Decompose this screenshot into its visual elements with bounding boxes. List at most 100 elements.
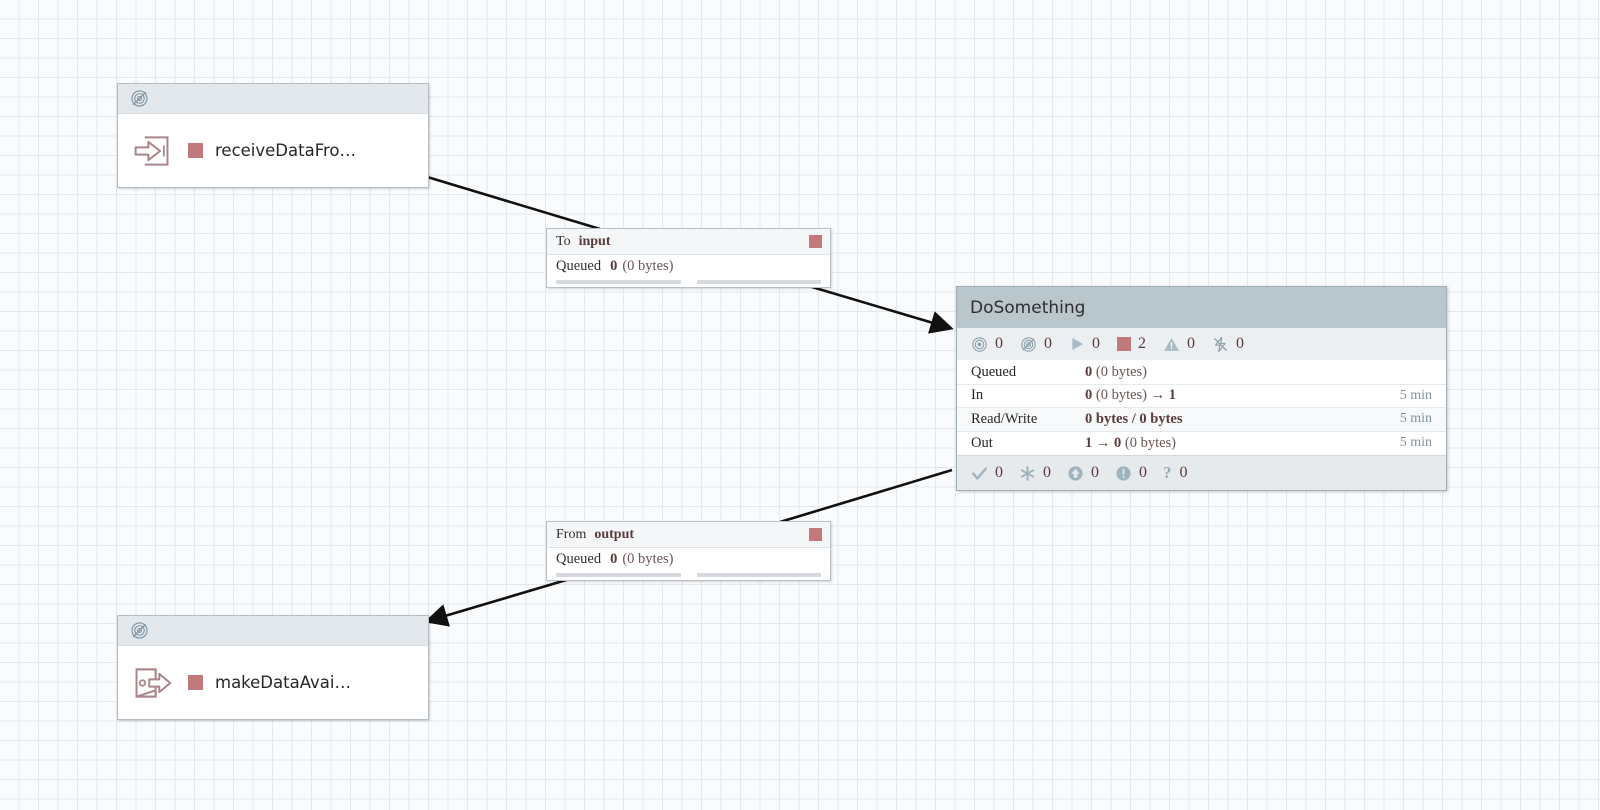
stat-disabled[interactable]: 0 (1212, 335, 1244, 353)
stat-row-in-key: In (971, 387, 984, 404)
stat-row-out-muted: (0 bytes) (1124, 434, 1177, 451)
connection-to-input-body: Queued 0 (0 bytes) (547, 255, 830, 287)
not-transmitting-icon (131, 90, 148, 107)
footer-stat-sync-failure-count: 0 (1139, 464, 1147, 481)
stat-stopped[interactable]: 2 (1117, 335, 1146, 353)
queue-count-gauge (556, 573, 681, 577)
input-port-label: receiveDataFro… (215, 141, 356, 160)
stat-row-queued-key: Queued (971, 363, 1017, 380)
stat-not-transmitting[interactable]: 0 (1020, 335, 1052, 353)
connection-to-input[interactable]: To input Queued 0 (0 bytes) (546, 228, 831, 288)
connection-direction-label: From (556, 526, 587, 542)
asterisk-icon (1020, 465, 1035, 481)
stat-row-queued-muted: (0 bytes) (1095, 363, 1148, 380)
output-port-header (118, 616, 428, 646)
queue-size-gauge (696, 280, 821, 284)
stat-running[interactable]: 0 (1069, 335, 1100, 353)
stat-row-in-bold: 0 (1085, 387, 1093, 404)
stat-transmitting[interactable]: 0 (971, 335, 1003, 353)
input-port-body: receiveDataFro… (118, 114, 428, 187)
footer-stat-locally-modified-count: 0 (1043, 464, 1051, 481)
stat-row-in: In 0 (0 bytes) → 1 5 min (957, 385, 1446, 408)
process-group-footer: 0 0 0 (957, 455, 1446, 490)
stat-row-in-muted: (0 bytes) (1095, 387, 1148, 404)
connection-port-name: output (594, 526, 635, 542)
process-group-stats: Queued 0 (0 bytes) In 0 (0 bytes) → 1 5 … (957, 361, 1446, 455)
footer-stat-sync-failure[interactable]: 0 (1115, 464, 1147, 482)
connection-status-swatch (809, 235, 822, 248)
process-group-title: DoSomething (970, 297, 1086, 318)
output-port-icon (135, 667, 172, 698)
check-icon (971, 466, 988, 480)
queued-count: 0 (610, 551, 618, 567)
output-port-body: makeDataAvai… (118, 646, 428, 719)
not-transmitting-icon (1021, 336, 1036, 352)
stat-not-transmitting-count: 0 (1044, 335, 1052, 352)
disabled-icon (1214, 336, 1227, 352)
stat-row-readwrite-time: 5 min (1399, 411, 1432, 427)
connection-from-output[interactable]: From output Queued 0 (0 bytes) (546, 521, 831, 581)
invalid-warning-icon (1164, 337, 1179, 351)
output-port-status-swatch (188, 675, 203, 690)
transmitting-icon (972, 336, 987, 352)
footer-stat-valid-count: 0 (995, 464, 1003, 481)
connection-status-swatch (809, 528, 822, 541)
queue-count-gauge (556, 280, 681, 284)
queued-label: Queued (556, 258, 602, 274)
input-port-header (118, 84, 428, 114)
stat-row-queued: Queued 0 (0 bytes) (957, 361, 1446, 385)
stat-row-readwrite-value: 0 bytes / 0 bytes (1085, 411, 1182, 428)
stat-running-count: 0 (1092, 335, 1100, 352)
stopped-icon (1117, 337, 1131, 351)
stat-row-readwrite: Read/Write 0 bytes / 0 bytes 5 min (957, 408, 1446, 432)
input-port-node[interactable]: receiveDataFro… (117, 83, 429, 188)
output-port-node[interactable]: makeDataAvai… (117, 615, 429, 720)
stat-transmitting-count: 0 (995, 335, 1003, 352)
footer-stat-up-to-date[interactable]: 0 (1067, 464, 1099, 482)
queued-bytes: (0 bytes) (622, 551, 674, 567)
sync-failure-icon (1116, 465, 1131, 481)
connection-to-input-header: To input (547, 229, 830, 255)
queue-size-gauge (696, 573, 821, 577)
process-group-header: DoSomething (957, 287, 1446, 328)
footer-stat-unknown[interactable]: ? 0 (1163, 463, 1188, 483)
not-transmitting-icon (131, 622, 148, 639)
queued-label: Queued (556, 551, 602, 567)
wire-inputport-to-connection (423, 174, 601, 231)
output-port-label: makeDataAvai… (215, 673, 351, 692)
footer-stat-valid[interactable]: 0 (971, 464, 1003, 482)
footer-stat-up-to-date-count: 0 (1091, 464, 1099, 481)
stat-invalid-count: 0 (1187, 335, 1195, 352)
stat-row-readwrite-key: Read/Write (971, 410, 1038, 427)
stat-row-out-key: Out (971, 434, 993, 451)
stat-row-in-time: 5 min (1399, 387, 1432, 403)
stat-row-out-value: 1 → 0 (0 bytes) (1085, 435, 1176, 452)
process-group-dosomething[interactable]: DoSomething 0 0 (956, 286, 1447, 491)
queued-bytes: (0 bytes) (622, 258, 674, 274)
process-group-status-bar: 0 0 0 2 (957, 328, 1446, 361)
wire-group-to-connection (779, 468, 953, 524)
stat-row-out-bold: 1 → 0 (1085, 434, 1122, 451)
connection-from-output-header: From output (547, 522, 830, 548)
queue-gauges (556, 573, 821, 577)
stat-row-readwrite-bold: 0 bytes / 0 bytes (1085, 410, 1183, 427)
connection-from-output-body: Queued 0 (0 bytes) (547, 548, 830, 580)
queue-gauges (556, 280, 821, 284)
stat-row-in-value: 0 (0 bytes) → 1 (1085, 387, 1176, 404)
stat-stopped-count: 2 (1138, 335, 1146, 352)
running-icon (1072, 338, 1083, 350)
question-icon: ? (1163, 463, 1172, 482)
input-port-icon (134, 135, 169, 166)
up-to-date-icon (1068, 465, 1083, 481)
input-port-status-swatch (188, 143, 203, 158)
footer-stat-unknown-count: 0 (1179, 464, 1188, 481)
connection-direction-label: To (556, 233, 571, 249)
stat-row-out-time: 5 min (1399, 435, 1432, 451)
stat-invalid[interactable]: 0 (1163, 335, 1195, 353)
stat-row-out: Out 1 → 0 (0 bytes) 5 min (957, 432, 1446, 456)
stat-disabled-count: 0 (1236, 335, 1244, 352)
footer-stat-locally-modified[interactable]: 0 (1019, 464, 1051, 482)
stat-row-in-tail: → 1 (1150, 387, 1177, 404)
stat-row-queued-value: 0 (0 bytes) (1085, 364, 1147, 381)
